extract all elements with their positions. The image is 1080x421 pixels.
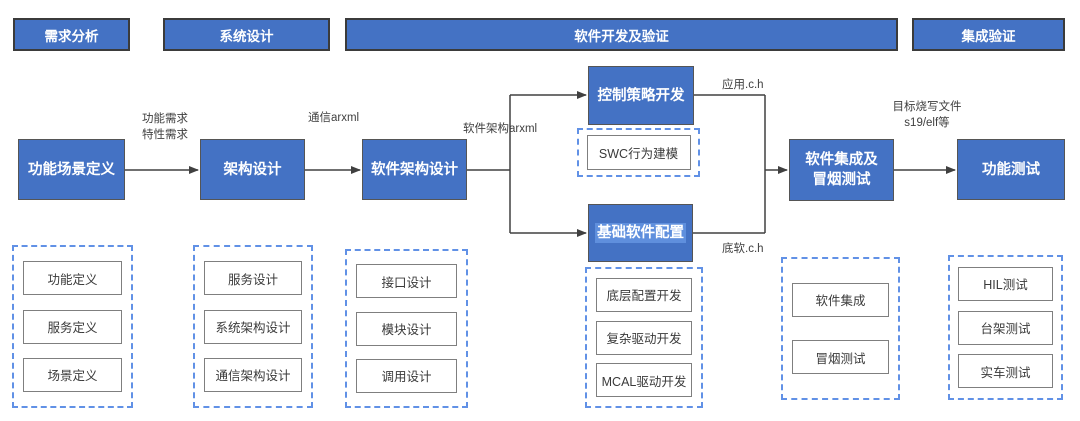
list-function-test: HIL测试 台架测试 实车测试 (948, 255, 1063, 400)
list-item: 接口设计 (355, 264, 458, 299)
list-integration: 软件集成 冒烟测试 (781, 257, 900, 400)
label-target-line2: s19/elf等 (904, 117, 950, 129)
integration-line1: 软件集成及 (805, 152, 878, 168)
label-app-c-h: 应用.c.h (722, 79, 764, 91)
node-function-scene-definition: 功能场景定义 (18, 139, 125, 200)
list-item: 服务设计 (203, 261, 303, 296)
label-requirements-line1: 功能需求 (142, 113, 188, 125)
list-item: 调用设计 (355, 358, 458, 393)
list-item: 底层配置开发 (595, 277, 693, 312)
list-item: HIL测试 (958, 266, 1053, 301)
label-target-flash-file: 目标烧写文件 s19/elf等 (872, 99, 982, 131)
node-software-architecture-design: 软件架构设计 (362, 139, 467, 200)
phase-system-design: 系统设计 (163, 18, 330, 51)
label-target-line1: 目标烧写文件 (892, 101, 962, 113)
node-base-software-config-label: 基础软件配置 (595, 223, 686, 243)
node-control-strategy-dev: 控制策略开发 (588, 66, 694, 125)
list-item: 系统架构设计 (203, 309, 303, 344)
node-base-software-config: 基础软件配置 (588, 204, 693, 262)
phase-software-dev-verification: 软件开发及验证 (345, 18, 898, 51)
list-item: 模块设计 (355, 311, 458, 346)
list-item: 场景定义 (22, 357, 123, 392)
list-software-architecture: 接口设计 模块设计 调用设计 (345, 249, 468, 408)
swc-behavior-modeling-container: SWC行为建模 (577, 128, 700, 177)
node-function-test: 功能测试 (957, 139, 1065, 200)
phase-integration-verification: 集成验证 (912, 18, 1065, 51)
label-requirements: 功能需求 特性需求 (142, 111, 188, 143)
list-item: 台架测试 (958, 310, 1053, 345)
node-sw-integration-smoke-test: 软件集成及 冒烟测试 (789, 139, 894, 201)
list-item: 软件集成 (791, 282, 890, 317)
integration-line2: 冒烟测试 (812, 172, 871, 188)
label-requirements-line2: 特性需求 (142, 129, 188, 141)
list-architecture: 服务设计 系统架构设计 通信架构设计 (193, 245, 313, 408)
node-architecture-design: 架构设计 (200, 139, 305, 200)
phase-requirements-analysis: 需求分析 (13, 18, 130, 51)
label-comm-arxml: 通信arxml (308, 112, 360, 124)
list-base-software: 底层配置开发 复杂驱动开发 MCAL驱动开发 (585, 267, 703, 408)
list-item: 冒烟测试 (791, 340, 890, 375)
list-item: 功能定义 (22, 261, 123, 296)
list-item: 复杂驱动开发 (595, 320, 693, 355)
swc-behavior-modeling-box: SWC行为建模 (586, 135, 691, 170)
list-item: MCAL驱动开发 (595, 363, 693, 398)
label-sw-arch-arxml: 软件架构arxml (463, 123, 538, 135)
label-base-c-h: 底软.c.h (722, 243, 764, 255)
list-item: 服务定义 (22, 309, 123, 344)
list-item: 实车测试 (958, 354, 1053, 389)
list-item: 通信架构设计 (203, 357, 303, 392)
list-function-scene: 功能定义 服务定义 场景定义 (12, 245, 133, 408)
